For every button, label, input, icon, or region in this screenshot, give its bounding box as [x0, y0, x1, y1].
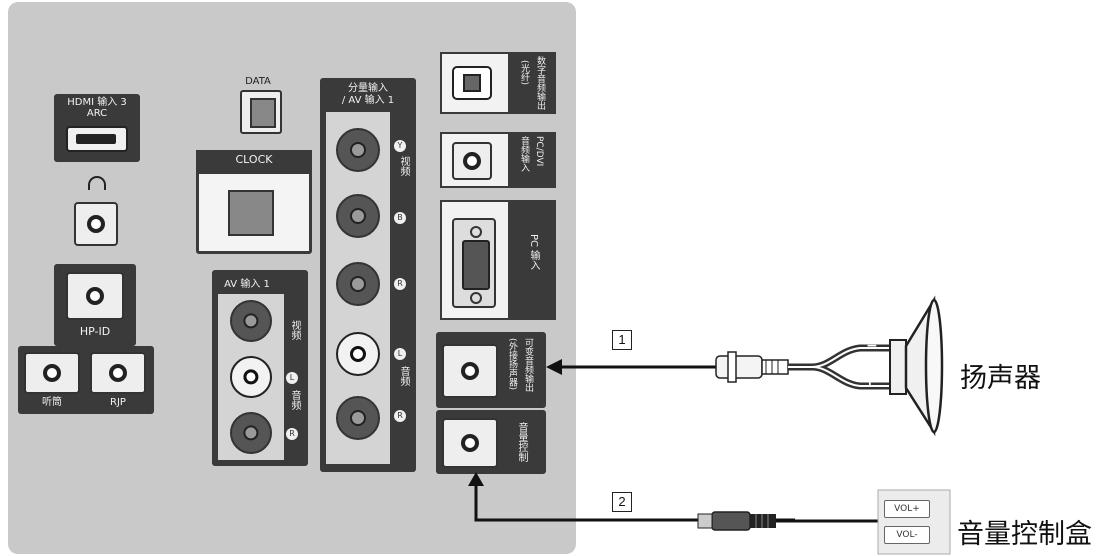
av-in-label: AV 输入 1: [224, 279, 270, 290]
speaker-plug-body: [715, 355, 763, 379]
pc-dvi-label: PC/DVI: [534, 136, 544, 167]
optical-label-strip: [508, 52, 556, 114]
vga-port[interactable]: [452, 218, 496, 308]
comp-pr-marker: R: [394, 278, 406, 290]
pc-in-label-strip: [508, 200, 556, 320]
speaker-caption: 扬声器: [960, 363, 1041, 394]
step-1-badge: 1: [612, 330, 632, 350]
av-audio-label: 音频: [289, 390, 300, 410]
vol-down-button[interactable]: VOL-: [884, 526, 930, 544]
av-l-marker: L: [286, 372, 298, 384]
av-audio-l-rca[interactable]: [230, 356, 272, 398]
volume-box-caption: 音量控制盒: [957, 519, 1092, 550]
hdmi-port[interactable]: [66, 126, 128, 152]
mini-left-jack[interactable]: [24, 352, 80, 394]
component-audio-r-rca[interactable]: [336, 396, 380, 440]
comp-r-marker: R: [394, 410, 406, 422]
component-label: 分量输入: [348, 83, 388, 94]
clock-header: [196, 150, 312, 174]
step-2-badge: 2: [612, 492, 632, 512]
wire-plus-sign: +: [864, 374, 876, 390]
comp-pb-marker: B: [394, 212, 406, 224]
comp-y-marker: Y: [394, 140, 406, 152]
hp-id-jack[interactable]: [66, 272, 124, 320]
speaker-out-label: 可变音频输出: [523, 338, 533, 392]
pc-dvi-jack[interactable]: [452, 142, 492, 180]
av-video-label: 视频: [289, 320, 300, 340]
pc-in-label: PC 输入: [528, 234, 539, 271]
data-port[interactable]: [240, 90, 282, 134]
tv-back-panel: HDMI 输入 3 ARC HP-ID 听筒 RJP DATA CLOCK AV…: [8, 2, 576, 554]
volume-plug-body: [711, 511, 751, 531]
component-pr-rca[interactable]: [336, 262, 380, 306]
optical-port[interactable]: [452, 66, 492, 100]
hdmi-sub-label: ARC: [86, 108, 108, 119]
volume-arrow: [468, 472, 484, 486]
mini-left-label: 听筒: [42, 397, 62, 408]
component-audio-label: 音频: [398, 366, 409, 386]
speaker-out-sub-label: (外接扬声器): [507, 338, 517, 391]
headphone-jack[interactable]: [74, 202, 118, 246]
component-sub-label: / AV 输入 1: [341, 95, 395, 106]
optical-label: 数字音频输出: [535, 56, 545, 110]
speaker-arrow: [546, 359, 562, 375]
hp-id-label: HP-ID: [79, 325, 111, 338]
component-pb-rca[interactable]: [336, 194, 380, 238]
pc-dvi-sub-label: 音频输入: [519, 136, 529, 172]
component-y-rca[interactable]: [336, 128, 380, 172]
av-video-rca[interactable]: [230, 300, 272, 342]
speaker-out-jack[interactable]: [442, 344, 498, 398]
headphone-icon: [88, 176, 106, 190]
optical-sub-label: (光纤): [519, 60, 529, 86]
hdmi-label: HDMI 输入 3: [67, 97, 127, 108]
wire-minus-sign: −: [866, 338, 878, 354]
component-audio-l-rca[interactable]: [336, 332, 380, 376]
component-y-label: 视频: [398, 156, 409, 176]
vol-up-button[interactable]: VOL+: [884, 500, 930, 518]
vol-ctrl-jack[interactable]: [442, 418, 498, 468]
vol-ctrl-label: 音量控制: [516, 422, 527, 462]
comp-l-marker: L: [394, 348, 406, 360]
clock-label: CLOCK: [235, 153, 273, 166]
av-r-marker: R: [286, 428, 298, 440]
mini-right-jack[interactable]: [90, 352, 146, 394]
av-audio-r-rca[interactable]: [230, 412, 272, 454]
pc-dvi-label-strip: [508, 132, 556, 188]
data-label: DATA: [245, 76, 271, 87]
clock-port[interactable]: [228, 190, 274, 236]
mini-right-label: RJP: [110, 397, 126, 408]
volume-cable-line: [474, 482, 795, 522]
